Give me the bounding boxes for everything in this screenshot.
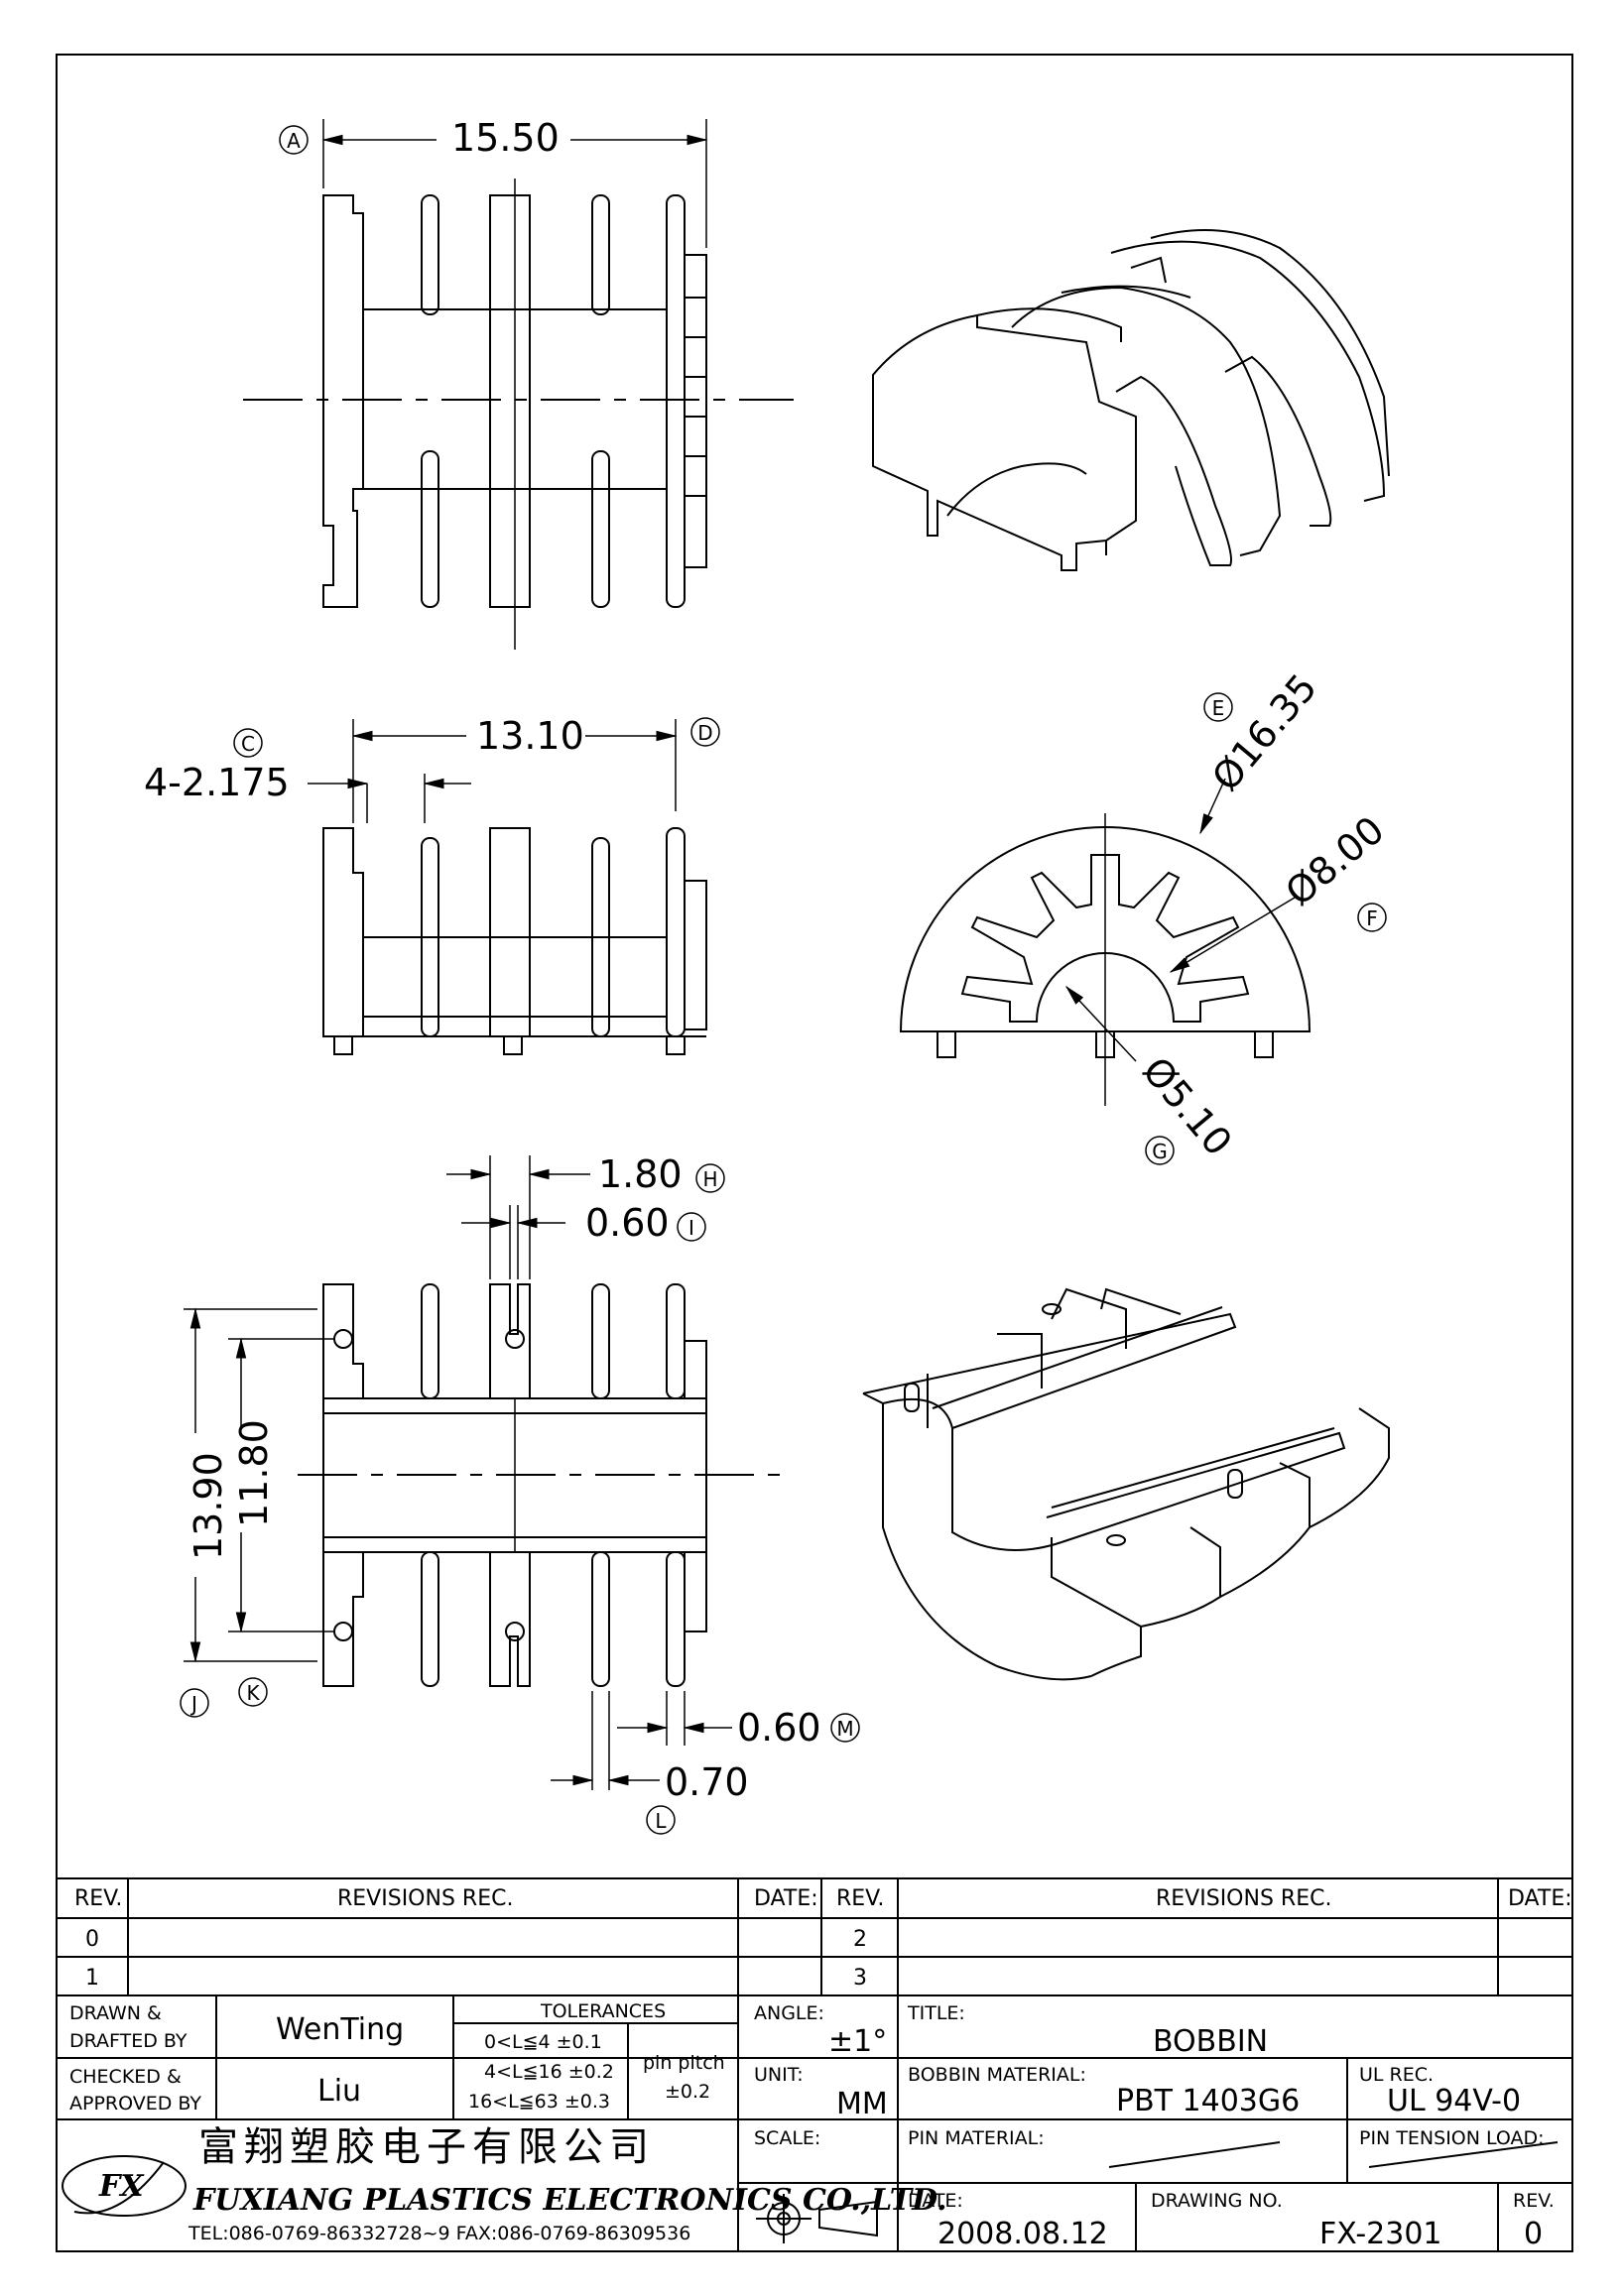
company-logo: FX bbox=[98, 2169, 145, 2204]
revisions-header-right: REVISIONS REC. bbox=[1156, 1886, 1331, 1911]
drawing-no-value: FX-2301 bbox=[1319, 2217, 1442, 2251]
svg-text:E: E bbox=[1212, 696, 1225, 720]
dim-m-value: 0.60 bbox=[737, 1706, 821, 1750]
dim-e-value: Ø16.35 bbox=[1203, 665, 1325, 799]
dim-j-value: 13.90 bbox=[187, 1452, 230, 1560]
dim-c-value: 4-2.175 bbox=[144, 761, 290, 804]
bottom-view bbox=[298, 1283, 794, 1687]
unit-value: MM bbox=[836, 2087, 888, 2121]
company-name-cn: 富翔塑胶电子有限公司 bbox=[198, 2124, 655, 2170]
date-header-right: DATE: bbox=[1508, 1886, 1572, 1911]
rev-header-right: REV. bbox=[836, 1886, 884, 1911]
end-view bbox=[899, 813, 1312, 1106]
date-header-left: DATE: bbox=[754, 1886, 818, 1911]
tolerances-label: TOLERANCES bbox=[540, 2000, 666, 2022]
drawn-label-2: DRAFTED BY bbox=[69, 2030, 187, 2052]
rev-1: 1 bbox=[85, 1966, 99, 1991]
dim-a-value: 15.50 bbox=[451, 116, 560, 160]
scale-label: SCALE: bbox=[754, 2127, 820, 2149]
svg-text:L: L bbox=[655, 1809, 667, 1833]
checked-label-1: CHECKED & bbox=[69, 2066, 182, 2088]
rev-2: 2 bbox=[853, 1927, 867, 1952]
isometric-view-top bbox=[872, 229, 1390, 571]
end-view-dimensions: Ø16.35 E Ø8.00 F Ø5.10 G bbox=[1064, 665, 1393, 1165]
checked-by-value: Liu bbox=[317, 2074, 361, 2109]
svg-text:J: J bbox=[189, 1692, 197, 1716]
date-value: 2008.08.12 bbox=[937, 2217, 1108, 2251]
svg-text:K: K bbox=[246, 1681, 260, 1705]
rev-value: 0 bbox=[1524, 2217, 1543, 2251]
pin-pitch-label: pin pitch bbox=[643, 2052, 725, 2074]
unit-label: UNIT: bbox=[754, 2064, 804, 2086]
svg-text:C: C bbox=[241, 732, 255, 756]
dimension-c-d: 13.10 C D 4-2.175 bbox=[144, 714, 720, 823]
dimension-j-k: 13.90 11.80 J K bbox=[180, 1307, 333, 1718]
pin-pitch-value: ±0.2 bbox=[665, 2081, 710, 2103]
svg-text:H: H bbox=[702, 1167, 717, 1191]
title-block bbox=[57, 1877, 1572, 2251]
pin-tension-label: PIN TENSION LOAD: bbox=[1359, 2127, 1545, 2149]
drawn-label-1: DRAWN & bbox=[69, 2002, 162, 2024]
svg-text:D: D bbox=[697, 721, 712, 745]
bobbin-material-label: BOBBIN MATERIAL: bbox=[908, 2064, 1086, 2086]
ul-rec-label: UL REC. bbox=[1359, 2064, 1434, 2086]
title-value: BOBBIN bbox=[1153, 2024, 1268, 2059]
dimension-l-m: 0.60 M 0.70 L bbox=[551, 1691, 860, 1835]
tol-row-1: 0<L≦4 ±0.1 bbox=[484, 2031, 602, 2053]
rev-3: 3 bbox=[853, 1966, 867, 1991]
angle-label: ANGLE: bbox=[754, 2002, 824, 2024]
svg-text:M: M bbox=[836, 1717, 853, 1741]
title-label: TITLE: bbox=[907, 2002, 965, 2024]
pin-material-label: PIN MATERIAL: bbox=[908, 2127, 1045, 2149]
isometric-view-bottom bbox=[862, 1287, 1390, 1681]
dim-g-value: Ø5.10 bbox=[1134, 1049, 1240, 1164]
tol-row-3: 16<L≦63 ±0.3 bbox=[468, 2091, 610, 2113]
side-view-top bbox=[243, 179, 794, 650]
angle-value: ±1° bbox=[828, 2024, 887, 2059]
revisions-header-left: REVISIONS REC. bbox=[337, 1886, 513, 1911]
checked-label-2: APPROVED BY bbox=[69, 2093, 201, 2115]
drawing-no-label: DRAWING NO. bbox=[1151, 2190, 1283, 2212]
svg-text:G: G bbox=[1152, 1140, 1168, 1163]
company-contact: TEL:086-0769-86332728~9 FAX:086-0769-863… bbox=[187, 2223, 690, 2244]
company-name-en: FUXIANG PLASTICS ELECTRONICS CO.,LTD. bbox=[192, 2183, 947, 2218]
date-label: DATE: bbox=[908, 2190, 963, 2212]
rev-label: REV. bbox=[1513, 2190, 1555, 2212]
rev-header-left: REV. bbox=[74, 1886, 122, 1911]
ul-rec-value: UL 94V-0 bbox=[1387, 2084, 1521, 2118]
drawn-by-value: WenTing bbox=[276, 2012, 404, 2047]
svg-text:F: F bbox=[1366, 906, 1378, 930]
svg-text:A: A bbox=[287, 129, 301, 153]
dimension-a: 15.50 A bbox=[279, 116, 708, 248]
dim-cd-value: 13.10 bbox=[476, 714, 584, 758]
dim-f-value: Ø8.00 bbox=[1278, 808, 1393, 914]
side-view-middle bbox=[322, 827, 707, 1055]
tol-row-2: 4<L≦16 ±0.2 bbox=[484, 2061, 614, 2083]
dim-i-value: 0.60 bbox=[585, 1201, 670, 1245]
svg-text:I: I bbox=[688, 1216, 694, 1240]
drawing-frame bbox=[56, 54, 1573, 2252]
bobbin-material-value: PBT 1403G6 bbox=[1116, 2084, 1300, 2118]
rev-0: 0 bbox=[85, 1927, 99, 1952]
dimension-h-i: 1.80 H 0.60 I bbox=[446, 1152, 725, 1279]
dim-k-value: 11.80 bbox=[232, 1419, 276, 1527]
title-block-text: REV. REVISIONS REC. DATE: REV. REVISIONS… bbox=[69, 1886, 1572, 2251]
dim-h-value: 1.80 bbox=[598, 1152, 683, 1196]
dim-l-value: 0.70 bbox=[665, 1760, 749, 1804]
